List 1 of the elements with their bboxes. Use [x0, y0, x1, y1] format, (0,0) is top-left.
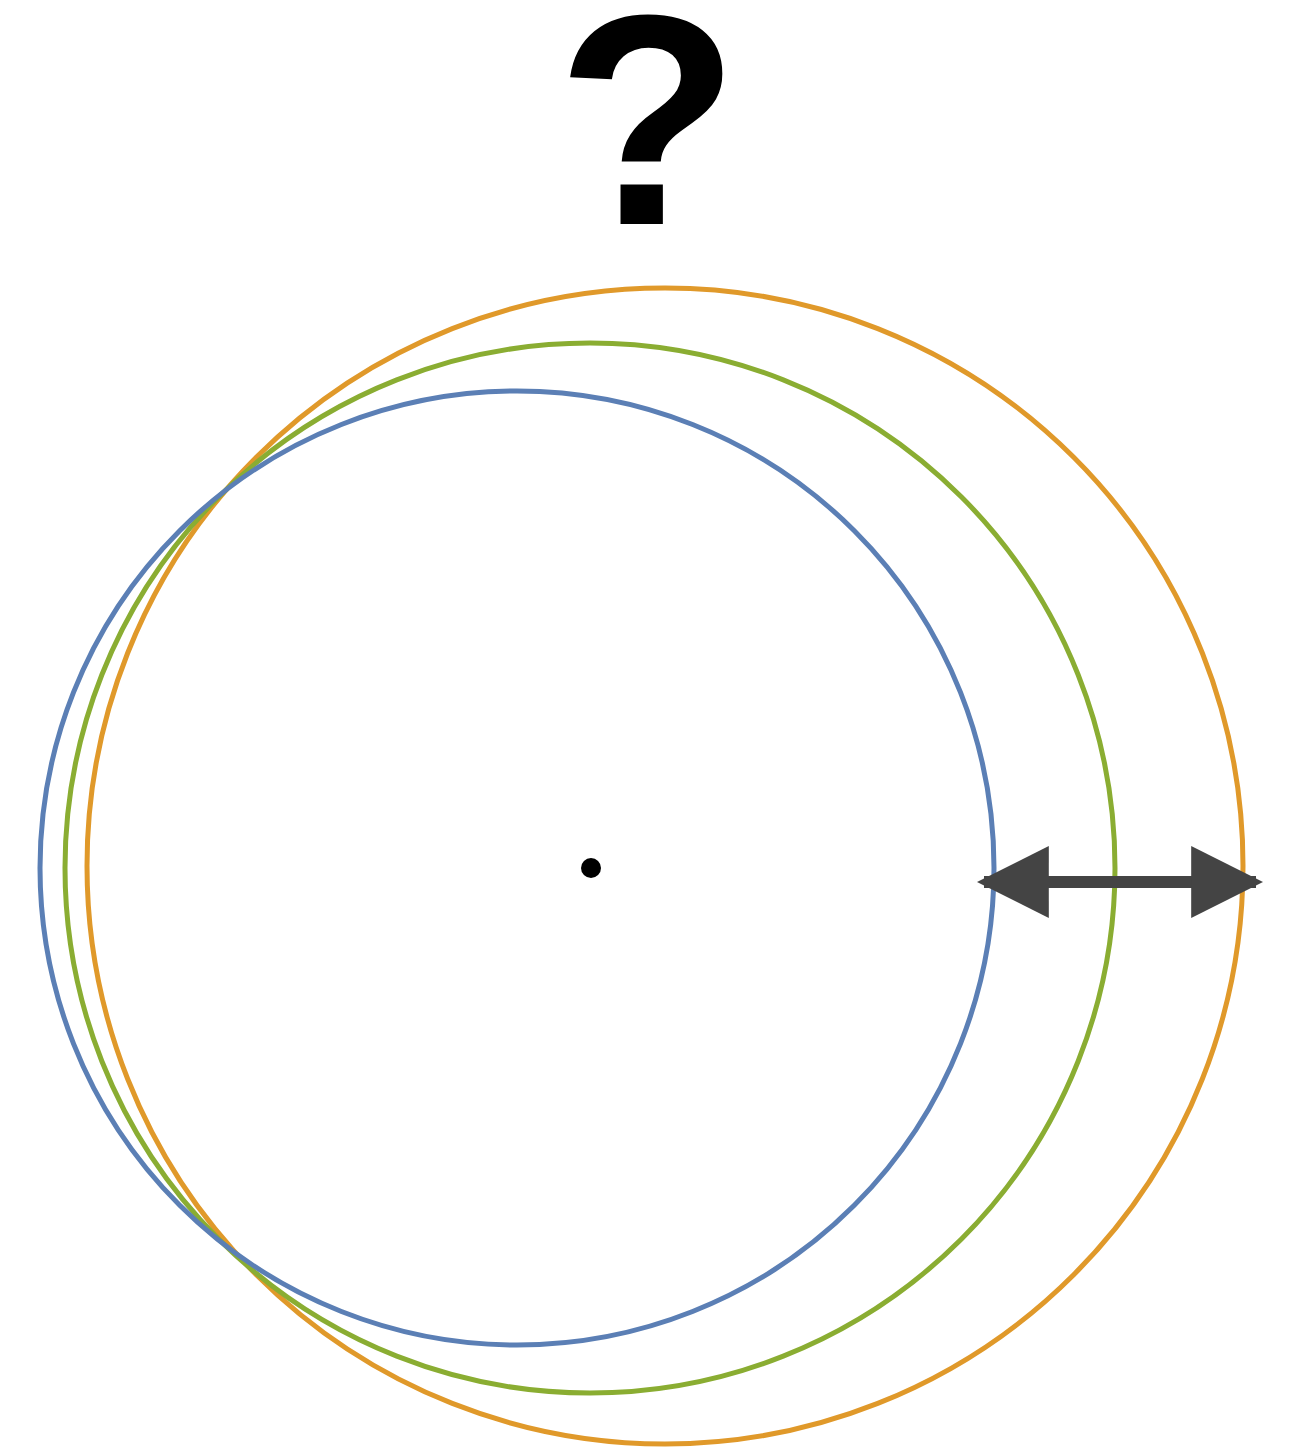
title: ?: [555, 0, 741, 270]
